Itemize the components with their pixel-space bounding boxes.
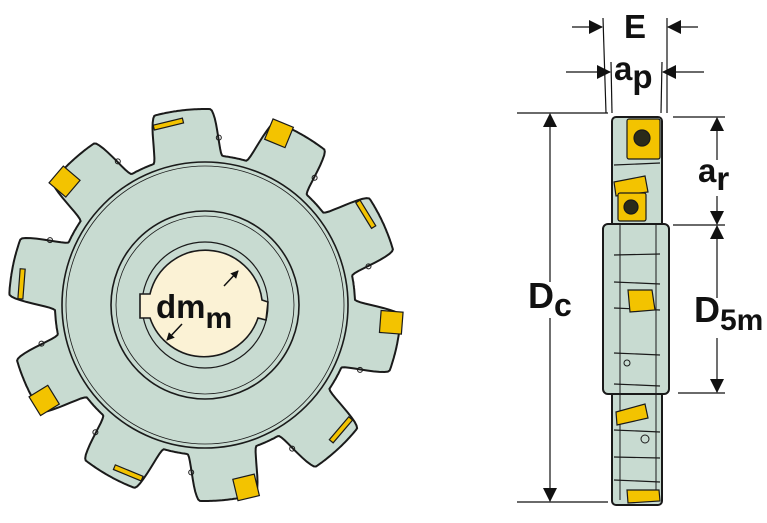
screw-hole <box>188 469 195 476</box>
bore-diameter-label: dmm <box>156 288 232 335</box>
body-ring-inner <box>65 165 345 445</box>
cutting-insert <box>17 268 26 300</box>
cutting-insert <box>378 309 404 335</box>
screw-hole <box>114 158 121 165</box>
hub-ring-inner <box>115 215 295 395</box>
screw-hole <box>92 429 99 436</box>
bore-arrow-lower <box>166 323 183 341</box>
radial-depth-label-ar: ar <box>698 152 729 197</box>
screw-hole <box>38 340 45 347</box>
cutting-insert <box>28 384 61 417</box>
screw-hole <box>357 366 363 373</box>
width-label-E: E <box>624 8 646 45</box>
screw-hole <box>47 237 53 244</box>
screw-holes <box>38 134 372 476</box>
cutting-insert <box>112 464 144 482</box>
axial-depth-label-ap: ap <box>614 50 653 95</box>
cutting-insert <box>328 415 354 444</box>
cutter-diameter-label-Dc: Dc <box>528 275 572 323</box>
body-ring <box>61 161 349 449</box>
screw-hole <box>311 174 318 181</box>
bore-arrow-upper <box>223 270 239 287</box>
cutting-insert <box>48 165 81 198</box>
screw-hole <box>365 263 372 270</box>
screw-hole <box>289 445 296 452</box>
cutter-front-view: dmm <box>8 108 404 502</box>
cutting-insert <box>232 473 261 502</box>
cutter-side-view: E ap ar Dc D5m <box>517 8 766 506</box>
front-inserts <box>17 117 404 502</box>
hub-diameter-label-D5m: D5m <box>694 289 763 337</box>
cutting-insert <box>152 117 185 131</box>
screw-hole <box>215 134 222 141</box>
cutting-insert <box>354 199 377 230</box>
hub-ring <box>110 210 300 400</box>
side-inserts <box>613 118 661 504</box>
cutting-insert <box>263 118 295 149</box>
